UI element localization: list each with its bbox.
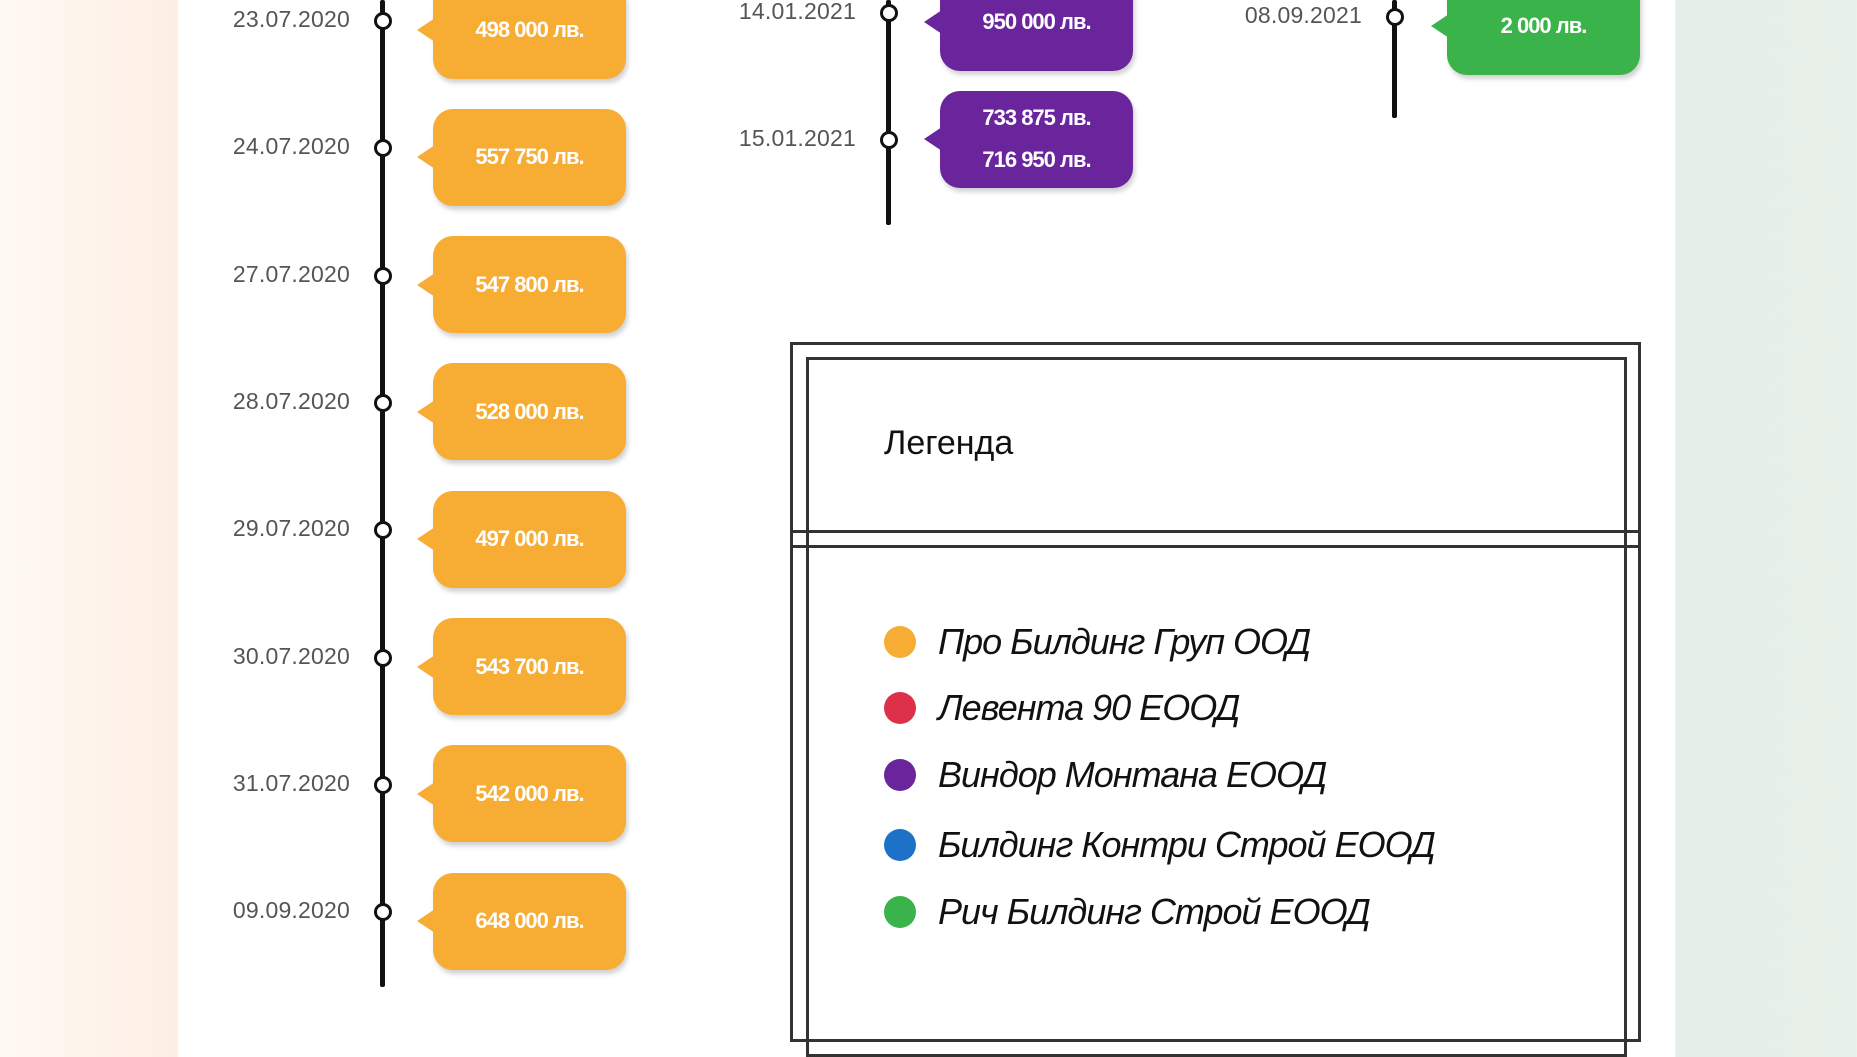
timeline-date: 29.07.2020	[232, 515, 350, 542]
amount-value: 2 000 лв.	[1500, 13, 1588, 38]
amount-value: 543 700 лв.	[475, 653, 584, 679]
amount-value: 542 000 лв.	[475, 780, 584, 806]
timeline-node-icon	[374, 266, 392, 285]
amount-bubble: 497 000 лв.	[417, 490, 626, 588]
timeline-node-icon	[880, 131, 898, 149]
timeline-node-icon	[374, 521, 392, 540]
amount-value: 648 000 лв.	[475, 908, 584, 934]
timeline-date: 28.07.2020	[232, 387, 350, 414]
legend-label: Рич Билдинг Строй ЕООД	[938, 891, 1371, 932]
timeline-node-icon	[374, 393, 392, 412]
timeline-date: 24.07.2020	[232, 133, 350, 160]
timeline-node-icon	[374, 139, 392, 158]
timeline-date: 09.09.2020	[232, 897, 350, 924]
amount-value: 557 750 лв.	[475, 144, 584, 170]
amount-bubble: 543 700 лв.	[417, 618, 626, 715]
amount-value: 528 000 лв.	[475, 398, 584, 424]
legend-item-pro-building: Про Билдинг Груп ООД	[884, 620, 1311, 664]
legend-item-rich-building: Рич Билдинг Строй ЕООД	[884, 890, 1371, 934]
legend-item-vindor: Виндор Монтана ЕООД	[884, 753, 1327, 797]
timeline-line-rich-building	[1392, 0, 1397, 118]
legend-label: Про Билдинг Груп ООД	[938, 621, 1311, 662]
timeline-date: 23.07.2020	[232, 6, 350, 32]
legend-divider	[790, 530, 1641, 533]
timeline-date: 08.09.2021	[1244, 2, 1362, 28]
amount-value: 498 000 лв.	[475, 17, 584, 42]
timeline-line-pro-building	[380, 0, 385, 987]
amount-bubble: 542 000 лв.	[417, 745, 626, 843]
amount-bubble: 2 000 лв.	[1431, 0, 1640, 75]
amount-value: 716 950 лв.	[982, 147, 1091, 172]
amount-bubble: 648 000 лв.	[417, 872, 626, 970]
legend-label: Виндор Монтана ЕООД	[938, 754, 1327, 795]
timeline-node-icon	[880, 4, 898, 22]
timeline-line-vindor	[886, 0, 891, 225]
amount-value: 547 800 лв.	[475, 271, 584, 297]
timeline-node-icon	[374, 903, 392, 922]
legend-dot-icon	[884, 692, 916, 724]
timeline-node-icon	[374, 775, 392, 794]
amount-bubble: 528 000 лв.	[417, 363, 626, 461]
amount-value: 733 875 лв.	[982, 105, 1091, 130]
timeline-date: 31.07.2020	[232, 769, 350, 796]
timeline-date: 30.07.2020	[232, 642, 350, 669]
legend-label: Билдинг Контри Строй ЕООД	[938, 824, 1436, 865]
legend-title: Легенда	[884, 424, 1014, 462]
legend-divider	[790, 545, 1641, 548]
timeline-node-icon	[374, 648, 392, 667]
legend-dot-icon	[884, 626, 916, 658]
timeline-date: 27.07.2020	[232, 260, 350, 287]
amount-bubble: 498 000 лв.	[417, 0, 626, 79]
timeline-date: 14.01.2021	[738, 0, 856, 24]
amount-bubble: 557 750 лв.	[417, 108, 626, 206]
timeline-date: 15.01.2021	[738, 125, 856, 151]
timeline-node-icon	[1386, 8, 1404, 26]
legend-dot-icon	[884, 829, 916, 861]
amount-bubble: 733 875 лв. 716 950 лв.	[924, 90, 1133, 188]
amount-value: 497 000 лв.	[475, 526, 584, 552]
amount-bubble: 547 800 лв.	[417, 236, 626, 334]
legend-dot-icon	[884, 896, 916, 928]
legend-dot-icon	[884, 759, 916, 791]
amount-bubble: 950 000 лв.	[924, 0, 1133, 71]
timeline-node-icon	[374, 12, 392, 30]
legend-item-building-country: Билдинг Контри Строй ЕООД	[884, 823, 1436, 867]
legend-label: Левента 90 ЕООД	[938, 687, 1240, 728]
legend-item-leventa: Левента 90 ЕООД	[884, 686, 1240, 730]
amount-value: 950 000 лв.	[982, 9, 1091, 34]
